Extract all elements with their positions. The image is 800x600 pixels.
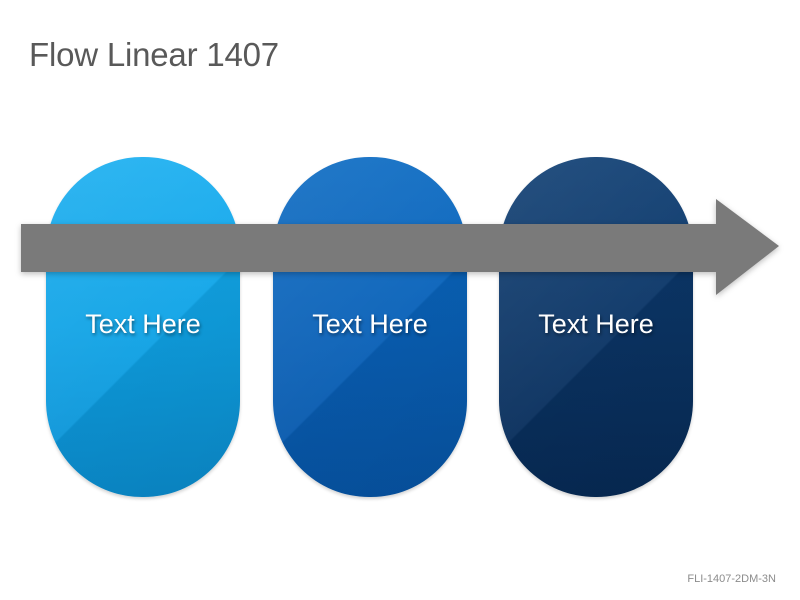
step-label-wrap-2: Text Here	[273, 157, 467, 497]
step-label-3: Text Here	[538, 309, 654, 339]
flow-arrow-shape	[21, 199, 779, 295]
capsule-fill	[499, 157, 693, 497]
step-capsule-3	[499, 157, 693, 497]
capsule-gloss	[46, 157, 240, 497]
step-label-wrap-1: Text Here	[46, 157, 240, 497]
step-capsule-2	[273, 157, 467, 497]
capsule-fill	[273, 157, 467, 497]
capsule-gloss	[273, 157, 467, 497]
step-label-2: Text Here	[312, 309, 428, 339]
slide-title: Flow Linear 1407	[29, 36, 279, 73]
step-label-1: Text Here	[85, 309, 201, 339]
step-label-wrap-3: Text Here	[499, 157, 693, 497]
footer-code: FLI-1407-2DM-3N	[687, 573, 776, 585]
flow-arrow	[21, 199, 779, 295]
capsule-gloss	[499, 157, 693, 497]
capsule-fill	[46, 157, 240, 497]
step-capsule-1	[46, 157, 240, 497]
